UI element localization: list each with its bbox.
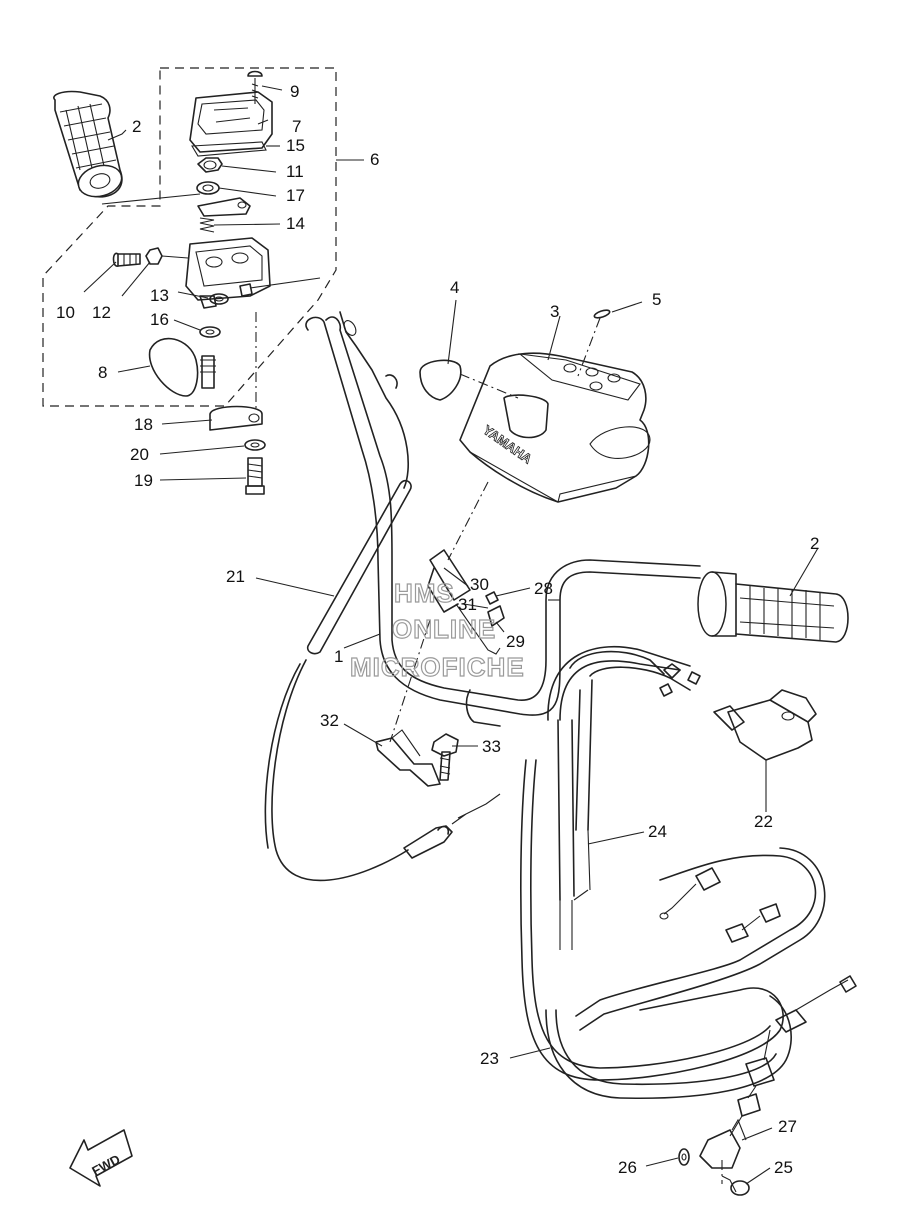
callout-30: 30: [470, 575, 489, 594]
callout-14: 14: [286, 214, 305, 233]
switch-22: [713, 689, 817, 761]
callout-3: 3: [550, 302, 559, 321]
callout-26: 26: [618, 1158, 637, 1177]
bracket-32: [375, 729, 441, 787]
callout-labels: 9 7 15 6 11 17 14 2 10 12 13 16 8 18 20 …: [56, 82, 819, 1177]
cable-23: [520, 759, 826, 1100]
callout-17: 17: [286, 186, 305, 205]
callout-11: 11: [286, 162, 304, 181]
thumb-lever: [148, 337, 216, 397]
watermark: HMS ONLINE MICROFICHE: [349, 577, 525, 682]
cable-24: [547, 645, 701, 901]
callout-2-left: 2: [132, 117, 141, 136]
bolt-19: [245, 457, 265, 495]
callout-10: 10: [56, 303, 75, 322]
left-grip: [53, 90, 123, 198]
throttle-assembly-boundary: [42, 67, 337, 407]
callout-19: 19: [134, 471, 153, 490]
callout-28: 28: [534, 579, 553, 598]
callout-24: 24: [648, 822, 667, 841]
callout-5: 5: [652, 290, 661, 309]
callout-31: 31: [458, 595, 477, 614]
pin-25: [721, 1175, 750, 1196]
throttle-housing-lower: [185, 237, 321, 309]
callout-22: 22: [754, 812, 773, 831]
throttle-cable-21: [264, 311, 501, 882]
clevis-27: [699, 1118, 747, 1169]
callout-9: 9: [290, 82, 299, 101]
callout-32: 32: [320, 711, 339, 730]
watermark-line-2: ONLINE: [392, 614, 496, 644]
emblem-4: [419, 359, 462, 401]
callout-25: 25: [774, 1158, 793, 1177]
forward-direction-tag: FWD: [69, 1129, 133, 1187]
callout-6: 6: [370, 150, 379, 169]
callout-1: 1: [334, 647, 343, 666]
fwd-label: FWD: [89, 1152, 122, 1179]
callout-29: 29: [506, 632, 525, 651]
right-grip: [697, 571, 849, 643]
handlebar-cover: [459, 352, 651, 503]
handlebar: [305, 316, 701, 727]
watermark-line-3: MICROFICHE: [350, 652, 525, 682]
throttle-housing-upper: [189, 70, 273, 233]
callout-23: 23: [480, 1049, 499, 1068]
clamp-18: [209, 405, 263, 431]
callout-20: 20: [130, 445, 149, 464]
callout-33: 33: [482, 737, 501, 756]
bolt-33: [431, 733, 459, 781]
callout-4: 4: [450, 278, 459, 297]
callout-7: 7: [292, 117, 301, 136]
watermark-line-1: HMS: [394, 578, 455, 608]
callout-27: 27: [778, 1117, 797, 1136]
callout-8: 8: [98, 363, 107, 382]
cover-emblem-text: YAMAHA: [480, 422, 535, 467]
leader-lines: [83, 85, 819, 1185]
callout-2-right: 2: [810, 534, 819, 553]
switch-bracket-28: [427, 549, 505, 655]
callout-15: 15: [286, 136, 305, 155]
callout-18: 18: [134, 415, 153, 434]
bolt-and-nut-10-12: [112, 247, 189, 267]
callout-16: 16: [150, 310, 169, 329]
callout-21: 21: [226, 567, 245, 586]
cable-fittings: [659, 867, 857, 1137]
callout-13: 13: [150, 286, 169, 305]
callout-12: 12: [92, 303, 111, 322]
